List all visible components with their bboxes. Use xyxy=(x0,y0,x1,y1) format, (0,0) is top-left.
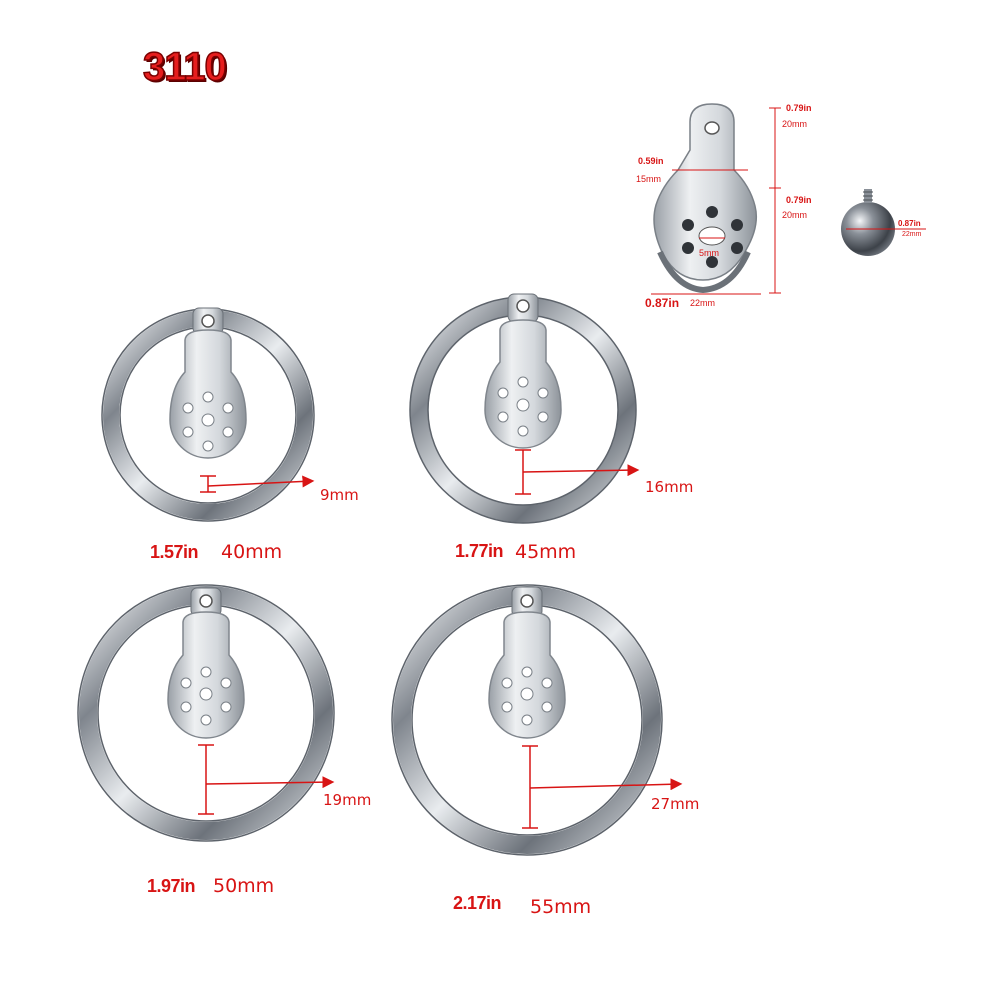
base-width-mm: 22mm xyxy=(690,298,716,308)
ball-size-mm: 22mm xyxy=(902,231,922,238)
ring-1 xyxy=(101,307,315,522)
disc-height-mm: 20mm xyxy=(782,210,808,220)
ring-4-size-in: 2.17in xyxy=(453,893,502,913)
top-height-mm: 20mm xyxy=(782,119,808,129)
neck-width-in: 0.59in xyxy=(638,156,664,166)
ring-1-size-in: 1.57in xyxy=(150,542,199,562)
neck-width-mm: 15mm xyxy=(636,174,662,184)
ring-2-gap: 16mm xyxy=(645,478,694,496)
disc-height-in: 0.79in xyxy=(786,195,812,205)
ring-4 xyxy=(391,584,683,856)
ring-3-size-mm: 50mm xyxy=(213,875,275,897)
ring-3 xyxy=(77,584,335,842)
plate-detail xyxy=(651,103,781,295)
ring-2 xyxy=(409,293,640,524)
ring-1-gap: 9mm xyxy=(320,486,359,504)
top-height-in: 0.79in xyxy=(786,103,812,113)
model-number: 3110 xyxy=(142,45,227,89)
ring-2-size-in: 1.77in xyxy=(455,541,504,561)
ring-4-size-mm: 55mm xyxy=(530,896,592,918)
ring-2-size-mm: 45mm xyxy=(515,541,577,563)
ball-detail xyxy=(841,189,926,256)
ring-1-size-mm: 40mm xyxy=(221,541,283,563)
ring-4-gap: 27mm xyxy=(651,795,700,813)
ball-size-in: 0.87in xyxy=(898,219,921,228)
ring-3-size-in: 1.97in xyxy=(147,876,196,896)
base-width-in: 0.87in xyxy=(645,296,680,310)
ring-3-gap: 19mm xyxy=(323,791,372,809)
center-hole-size: 5mm xyxy=(699,248,719,258)
